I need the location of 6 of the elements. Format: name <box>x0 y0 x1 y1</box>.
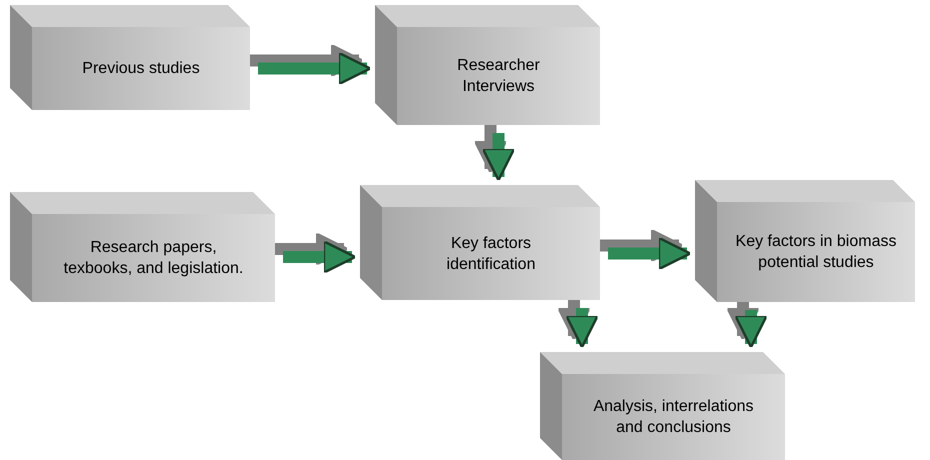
box-label: Key factors in biomass potential studies <box>734 232 898 273</box>
box-label: Analysis, interrelations and conclusions <box>592 397 755 438</box>
box-label: Previous studies <box>82 59 200 79</box>
box-label: Key factors identification <box>446 234 536 274</box>
box-label: Research papers, texbooks, and legislation. <box>62 238 244 279</box>
box-label: Researcher Interviews <box>456 56 541 97</box>
